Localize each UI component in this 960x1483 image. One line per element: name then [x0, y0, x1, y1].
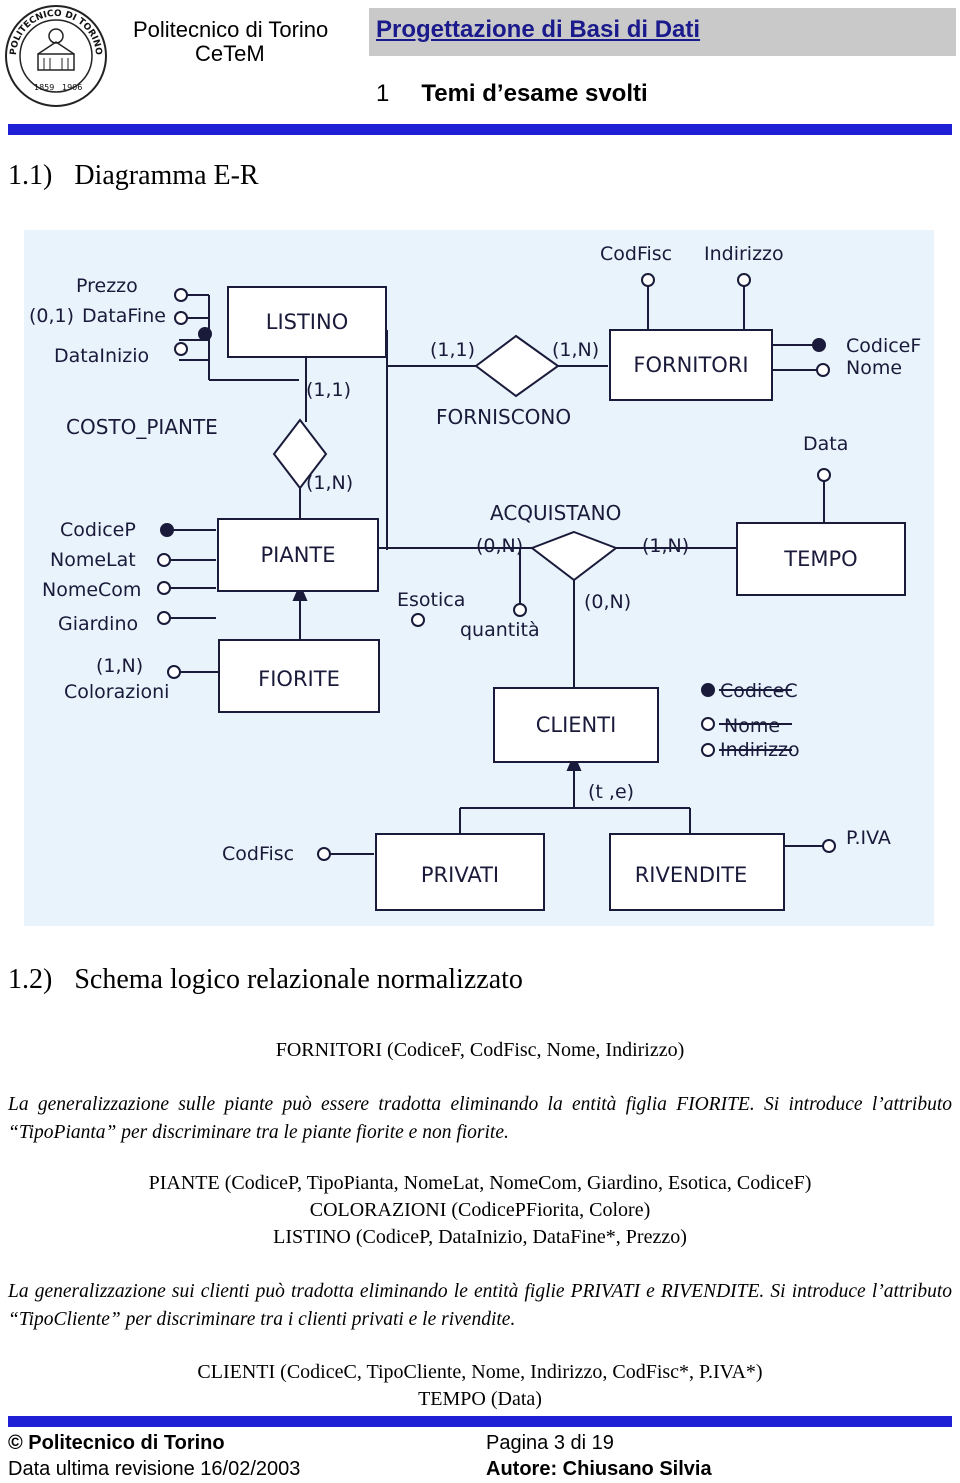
svg-text:1906: 1906	[62, 83, 82, 92]
relation-listino: LISTINO (CodiceP, DataInizio, DataFine*,…	[273, 1226, 687, 1248]
course-title: Progettazione di Basi di Dati	[376, 16, 701, 43]
relationship-costo-piante: COSTO_PIANTE	[66, 415, 218, 439]
svg-text:1859: 1859	[34, 83, 54, 92]
attr-nome-clienti: Nome	[724, 715, 780, 737]
er-diagram: LISTINO FORNITORI PIANTE TEMPO FIORITE C…	[24, 230, 934, 926]
attr-indirizzo-fornitori: Indirizzo	[704, 243, 784, 265]
entity-privati: PRIVATI	[421, 863, 499, 887]
section-title: Diagramma E-R	[74, 160, 259, 191]
attr-codfisc-fornitori: CodFisc	[600, 243, 672, 265]
footer-author: Autore: Chiusano Silvia	[486, 1458, 712, 1480]
card-colorazioni: (1,N)	[96, 655, 143, 677]
attr-datainizio: DataInizio	[54, 345, 149, 367]
card-acquistano-left: (0,N)	[476, 535, 523, 557]
org-name: Politecnico di Torino	[133, 17, 329, 42]
politecnico-logo: POLITECNICO DI TORINO 1859 1906	[4, 4, 108, 108]
attr-colorazioni: Colorazioni	[64, 681, 169, 703]
section-heading-er: 1.1) Diagramma E-R	[8, 160, 259, 192]
card-costo-bottom: (1,N)	[306, 472, 353, 494]
card-forniscono-right: (1,N)	[552, 339, 599, 361]
header-banner	[369, 8, 956, 56]
section-number: 1.2)	[8, 964, 53, 995]
relationship-acquistano: ACQUISTANO	[490, 501, 621, 525]
card-forniscono-left: (1,1)	[430, 339, 475, 361]
relationship-forniscono: FORNISCONO	[436, 405, 571, 429]
relation-fornitori: FORNITORI (CodiceF, CodFisc, Nome, Indir…	[275, 1039, 685, 1061]
attr-prezzo: Prezzo	[76, 275, 138, 297]
card-acquistano-bottom: (0,N)	[584, 591, 631, 613]
attr-esotica: Esotica	[397, 589, 465, 611]
attr-nome-fornitori: Nome	[846, 357, 902, 379]
entity-fiorite: FIORITE	[258, 667, 340, 691]
attr-codfisc-privati: CodFisc	[222, 843, 294, 865]
chapter-number: 1	[376, 80, 390, 107]
footer-copyright: © Politecnico di Torino	[8, 1432, 225, 1454]
attr-datafine-card: (0,1)	[29, 305, 74, 327]
footer-revision-date: Data ultima revisione 16/02/2003	[8, 1458, 301, 1480]
card-costo-top: (1,1)	[306, 379, 351, 401]
attr-giardino: Giardino	[58, 613, 138, 635]
attr-codicec: CodiceC	[720, 680, 798, 702]
footer-rule	[8, 1416, 952, 1427]
section-heading-schema: 1.2) Schema logico relazionale normalizza…	[8, 964, 523, 996]
org-unit: CeTeM	[195, 41, 265, 66]
paragraph-clienti: La generalizzazione sui clienti può trad…	[8, 1281, 952, 1330]
chapter-name: Temi d’esame svolti	[421, 80, 648, 107]
card-generalization: (t ,e)	[588, 781, 634, 803]
attr-nomelat: NomeLat	[50, 549, 136, 571]
header-organization: Politecnico di Torino CeTeM	[133, 18, 328, 66]
entity-listino: LISTINO	[266, 310, 348, 334]
header-rule	[8, 124, 952, 135]
attr-codicef: CodiceF	[846, 335, 921, 357]
entity-clienti: CLIENTI	[536, 713, 617, 737]
relation-colorazioni: COLORAZIONI (CodicePFiorita, Colore)	[309, 1199, 651, 1221]
attr-codicep: CodiceP	[60, 519, 136, 541]
paragraph-piante: La generalizzazione sulle piante può ess…	[8, 1094, 952, 1143]
card-acquistano-right: (1,N)	[642, 535, 689, 557]
attr-piva: P.IVA	[846, 827, 891, 849]
attr-data: Data	[803, 433, 848, 455]
entity-tempo: TEMPO	[783, 547, 857, 571]
attr-datafine: DataFine	[82, 305, 166, 327]
attr-quantita: quantità	[460, 619, 540, 641]
entity-rivendite: RIVENDITE	[635, 863, 748, 887]
relation-clienti: CLIENTI (CodiceC, TipoCliente, Nome, Ind…	[197, 1361, 763, 1383]
relation-tempo: TEMPO (Data)	[418, 1388, 542, 1410]
entity-piante: PIANTE	[260, 543, 335, 567]
footer-page-number: Pagina 3 di 19	[486, 1432, 614, 1454]
attr-nomecom: NomeCom	[42, 579, 141, 601]
relation-piante: PIANTE (CodiceP, TipoPianta, NomeLat, No…	[148, 1172, 812, 1194]
section-title: Schema logico relazionale normalizzato	[74, 964, 523, 995]
entity-fornitori: FORNITORI	[633, 353, 748, 377]
chapter-title: 1 Temi d’esame svolti	[376, 80, 648, 108]
attr-indirizzo-clienti: Indirizzo	[720, 739, 800, 761]
section-number: 1.1)	[8, 160, 53, 191]
